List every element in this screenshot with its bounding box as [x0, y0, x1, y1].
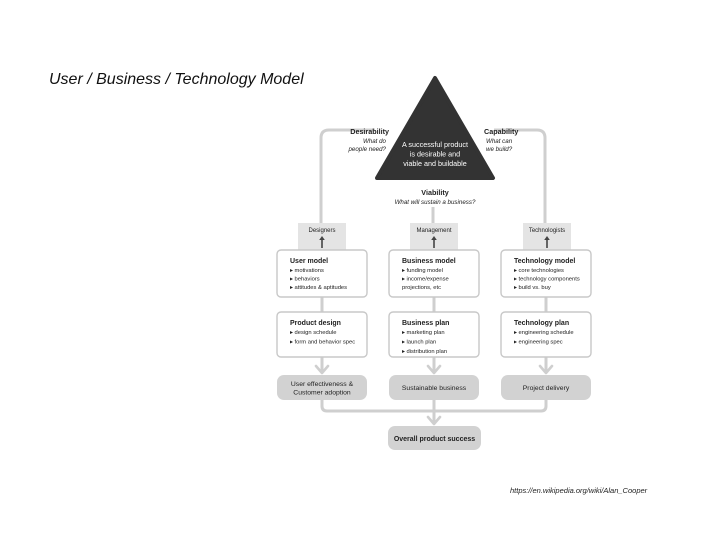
- role-arrow-head-1: [431, 236, 437, 240]
- outcome-text-0-1: Customer adoption: [293, 389, 351, 396]
- model-item-1-1: ▸ income/expense: [402, 277, 449, 283]
- triangle-text-1: is desirable and: [410, 150, 460, 159]
- outcome-text-0-0: User effectiveness &: [291, 381, 354, 388]
- role-arrow-head-0: [319, 236, 325, 240]
- outcome-box-2: [501, 375, 591, 400]
- arrow-to-outcome-1: [426, 364, 442, 375]
- capability-question-1: we build?: [486, 146, 513, 153]
- role-arrow-head-2: [544, 236, 550, 240]
- plan-item-0-0: ▸ design schedule: [290, 330, 336, 336]
- plan-item-0-1: ▸ form and behavior spec: [290, 339, 355, 345]
- plan-title-2: Technology plan: [514, 320, 569, 327]
- model-item-2-1: ▸ technology components: [514, 277, 580, 283]
- connector-desirability: [319, 128, 375, 224]
- model-title-2: Technology model: [514, 258, 575, 265]
- plan-item-1-2: ▸ distribution plan: [402, 349, 447, 355]
- plan-item-1-1: ▸ launch plan: [402, 339, 436, 345]
- viability-question: What will sustain a business?: [395, 199, 476, 206]
- plan-item-2-1: ▸ engineering spec: [514, 339, 563, 345]
- capability-question-0: What can: [486, 138, 513, 145]
- arrow-to-outcome-2: [538, 364, 554, 375]
- arrow-to-outcome-0: [314, 364, 330, 375]
- model-title-1: Business model: [402, 258, 456, 265]
- outcome-box-0: [277, 375, 367, 400]
- role-label-1: Management: [416, 228, 451, 234]
- model-box-1: [388, 249, 480, 298]
- capability-label: Capability: [484, 127, 518, 136]
- outcome-box-1: [389, 375, 479, 400]
- model-title-0: User model: [290, 258, 328, 265]
- model-item-1-0: ▸ funding model: [402, 268, 443, 274]
- plan-title-1: Business plan: [402, 320, 449, 327]
- desirability-label: Desirability: [350, 127, 389, 136]
- viability-label: Viability: [421, 188, 448, 197]
- role-label-2: Technologists: [529, 228, 565, 234]
- model-item-0-1: ▸ behaviors: [290, 277, 320, 283]
- outcome-text-1-0: Sustainable business: [402, 385, 467, 392]
- triangle-shape: [375, 76, 495, 180]
- plan-item-2-0: ▸ engineering schedule: [514, 330, 574, 336]
- slide-title: User / Business / Technology Model: [49, 71, 304, 88]
- model-item-1-2: projections, etc: [402, 285, 441, 291]
- connector-capability: [494, 128, 547, 224]
- model-item-2-2: ▸ build vs. buy: [514, 285, 551, 291]
- final-box: [388, 426, 481, 450]
- desirability-question-0: What do: [363, 138, 387, 145]
- model-item-0-2: ▸ attitudes & aptitudes: [290, 285, 347, 291]
- role-label-0: Designers: [308, 228, 335, 234]
- desirability-question-1: people need?: [347, 146, 386, 153]
- model-box-2: [500, 249, 592, 298]
- final-text: Overall product success: [394, 436, 475, 443]
- source-url[interactable]: https://en.wikipedia.org/wiki/Alan_Coope…: [510, 486, 648, 495]
- outcome-text-2-0: Project delivery: [523, 385, 570, 392]
- plan-box-2: [500, 311, 592, 358]
- arrow-to-final: [426, 415, 442, 426]
- model-item-2-0: ▸ core technologies: [514, 268, 564, 274]
- plan-box-0: [276, 311, 368, 358]
- plan-box-1: [388, 311, 480, 358]
- model-box-0: [276, 249, 368, 298]
- triangle-text-2: viable and buildable: [403, 159, 467, 168]
- triangle-text-0: A successful product: [402, 140, 468, 149]
- model-item-0-0: ▸ motivations: [290, 268, 324, 274]
- plan-title-0: Product design: [290, 320, 341, 327]
- plan-item-1-0: ▸ marketing plan: [402, 330, 445, 336]
